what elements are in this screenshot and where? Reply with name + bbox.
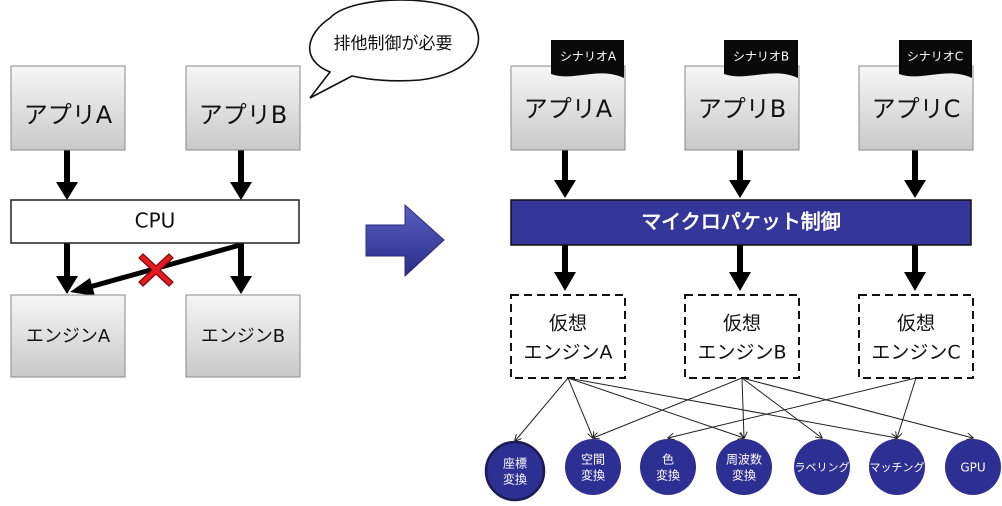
function-label-labeling: ラベリング: [795, 460, 850, 474]
cpu-box: [10, 199, 300, 244]
function-label-spatial-1: 空間: [581, 453, 605, 467]
virtual-engine-c-line1: 仮想: [897, 313, 935, 335]
connector-line: [741, 377, 822, 438]
virtual-engine-box-b: [684, 294, 800, 379]
scenario-label-b: シナリオB: [733, 50, 789, 64]
function-label-coordinate-1: 座標: [503, 456, 527, 471]
connector-line: [741, 377, 973, 438]
engine-box-b: [185, 294, 301, 378]
connector-line: [593, 377, 743, 438]
connector-line: [567, 377, 744, 438]
function-circle-spatial: 空間 変換: [565, 439, 621, 495]
right-app-box-b: [684, 65, 800, 151]
micro-packet-controller: [510, 199, 972, 246]
engine-box-a: [10, 294, 126, 378]
function-circle-frequency: 周波数 変換: [716, 439, 772, 495]
right-arrows-top: [554, 150, 926, 198]
virtual-engine-a-line2: エンジンA: [524, 342, 613, 364]
right-arrows-mid: [554, 245, 926, 291]
connector-line: [742, 377, 744, 438]
connector-line: [897, 377, 917, 438]
right-app-label-a: アプリA: [524, 95, 613, 123]
engine-label-b: エンジンB: [201, 326, 285, 347]
cpu-label: CPU: [135, 209, 176, 233]
app-box-b: [185, 65, 301, 151]
callout-bubble: 排他制御が必要: [308, 0, 480, 99]
scenario-label-c: シナリオC: [907, 50, 963, 64]
virtual-engine-b-line1: 仮想: [723, 313, 761, 335]
scenario-tag-b: [724, 40, 798, 78]
function-circle-matching: マッチング: [869, 439, 925, 495]
function-circle-labeling: ラベリング: [794, 439, 850, 495]
function-label-spatial-2: 変換: [581, 468, 605, 483]
virtual-engine-b-line2: エンジンB: [697, 342, 786, 364]
engine-function-connectors: [515, 377, 973, 441]
function-label-color-1: 色: [662, 453, 674, 467]
connector-line: [515, 377, 569, 441]
cross-icon: [138, 253, 174, 287]
connector-line: [567, 377, 593, 438]
app-box-a: [10, 65, 126, 151]
right-app-box-c: [858, 65, 974, 151]
right-app-label-c: アプリC: [872, 95, 961, 123]
app-label-a: アプリA: [24, 101, 113, 129]
connector-line: [668, 377, 917, 438]
engine-label-a: エンジンA: [26, 326, 111, 347]
left-panel: アプリA アプリB CPU エンジンA エンジンB 排他制御が必要: [10, 0, 480, 378]
connector-line: [567, 377, 897, 438]
function-circle-color: 色 変換: [640, 439, 696, 495]
virtual-engine-c-line2: エンジンC: [871, 342, 960, 364]
scenario-label-a: シナリオA: [560, 50, 617, 64]
scenario-tag-a: [551, 40, 624, 78]
function-circle-gpu: GPU: [945, 439, 1001, 495]
function-label-matching: マッチング: [870, 460, 925, 474]
function-label-coordinate-2: 変換: [503, 472, 527, 487]
scenario-tag-c: [899, 40, 972, 78]
right-panel: アプリA シナリオA アプリB シナリオB アプリC シナリオC マイクロパケッ…: [484, 40, 1001, 502]
function-label-frequency-1: 周波数: [726, 452, 762, 467]
app-label-b: アプリB: [199, 101, 287, 129]
function-label-color-2: 変換: [656, 468, 680, 483]
virtual-engine-box-c: [858, 294, 974, 379]
function-label-gpu: GPU: [960, 461, 985, 475]
function-label-frequency-2: 変換: [732, 468, 756, 483]
virtual-engine-box-a: [510, 294, 626, 379]
callout-text: 排他制御が必要: [334, 34, 453, 54]
right-app-label-b: アプリB: [698, 95, 786, 123]
arrow-right-icon: [365, 203, 445, 278]
function-circle-coordinate: 座標 変換: [484, 440, 546, 502]
virtual-engine-a-line1: 仮想: [549, 313, 587, 335]
controller-label: マイクロパケット制御: [641, 210, 841, 234]
